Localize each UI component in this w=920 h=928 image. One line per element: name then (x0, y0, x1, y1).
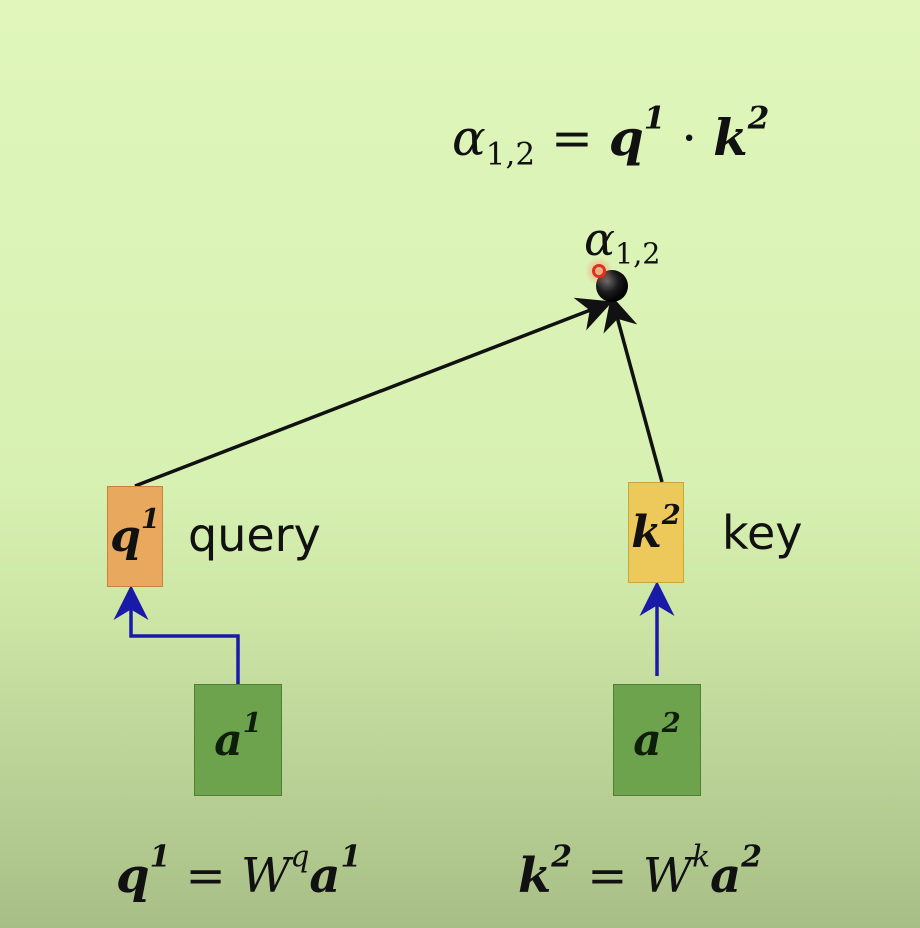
query-symbol: q1 (110, 502, 160, 562)
input2-symbol: a2 (633, 706, 681, 766)
query-label: query (188, 508, 321, 562)
q-superscript: 1 (643, 100, 666, 137)
equals-sign: = (550, 109, 593, 167)
q-symbol: q (608, 108, 644, 167)
attention-score-formula: α1,2 = q1 · k2 (452, 103, 769, 170)
node-label: α1,2 (584, 212, 660, 268)
k-symbol: k (713, 108, 748, 167)
key-box: k2 (628, 482, 684, 583)
key-symbol: k2 (631, 498, 681, 558)
query-box: q1 (107, 486, 163, 587)
dot-operator: · (681, 109, 698, 167)
input1-to-query-arrow (113, 585, 240, 684)
pointer-dot (592, 264, 606, 278)
k-superscript: 2 (747, 100, 770, 137)
key-label: key (722, 506, 803, 560)
node-alpha-symbol: α (584, 212, 616, 266)
key-to-score-arrow (603, 295, 664, 483)
alpha-symbol: α (452, 109, 486, 167)
query-to-score-arrow (134, 297, 613, 488)
query-formula: q1 = Wqa1 (116, 839, 362, 904)
input2-box: a2 (613, 684, 701, 796)
input1-box: a1 (194, 684, 282, 796)
node-alpha-subscript: 1,2 (615, 237, 661, 271)
alpha-subscript: 1,2 (485, 136, 536, 173)
key-formula: k2 = Wka2 (518, 839, 762, 904)
input1-symbol: a1 (214, 706, 262, 766)
pointer-glow (585, 257, 613, 285)
